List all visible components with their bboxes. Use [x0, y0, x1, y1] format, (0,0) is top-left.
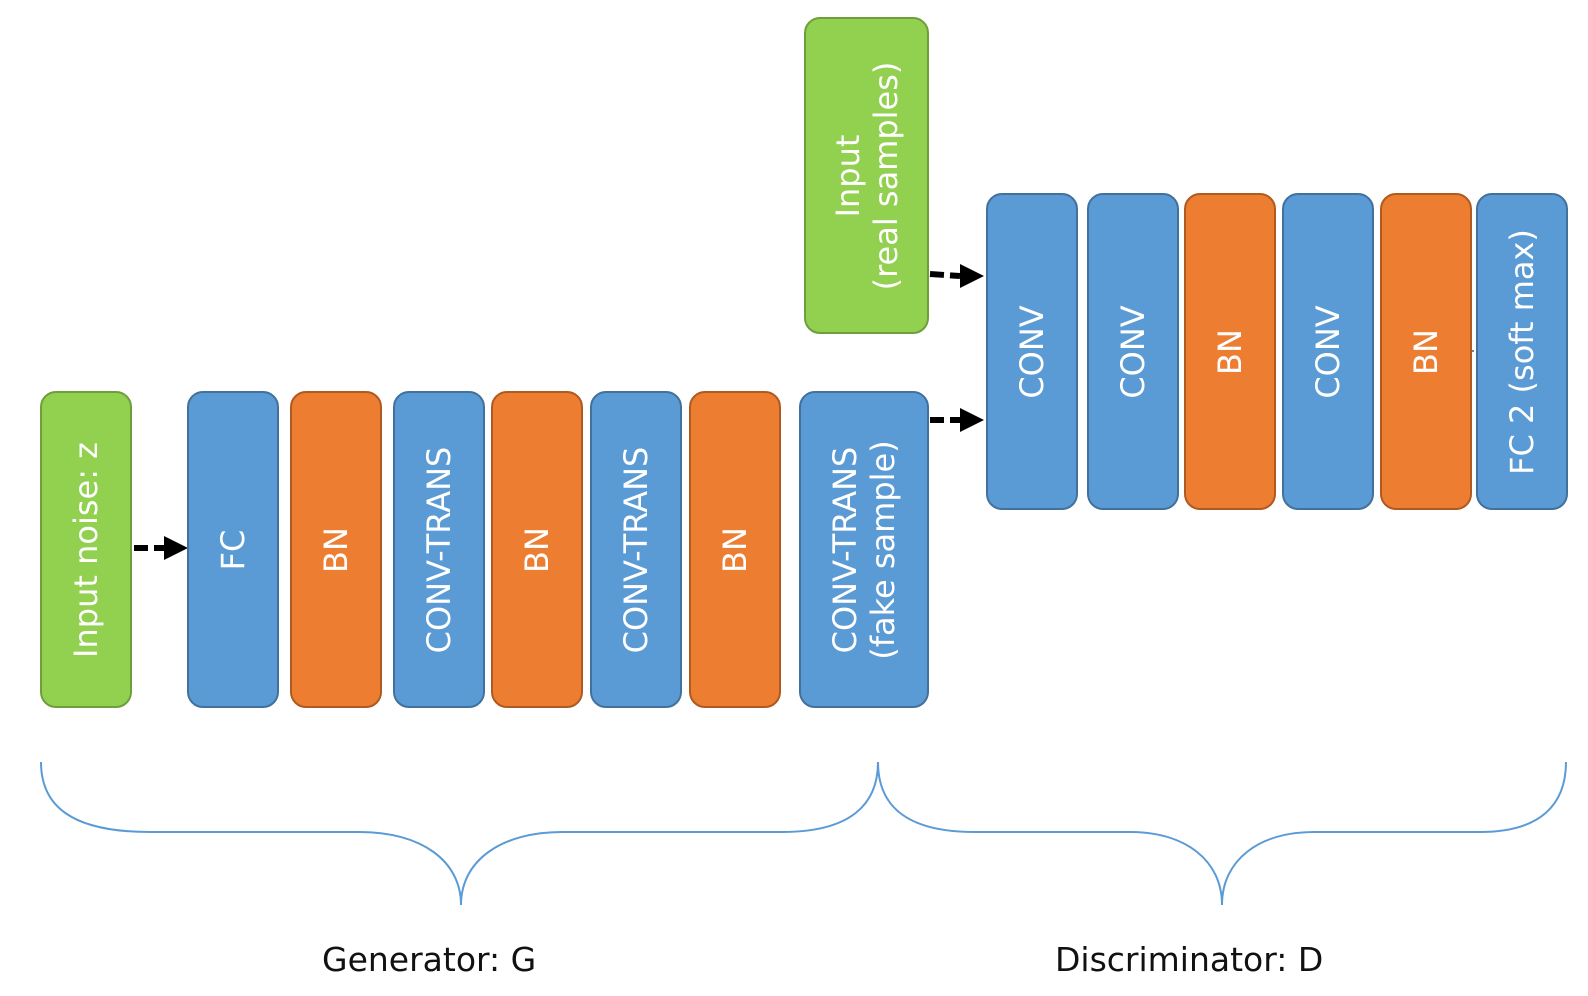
generator-input-noise-block: Input noise: z [40, 391, 132, 708]
discriminator-brace [877, 761, 1567, 906]
generator-conv-trans-output-block: CONV-TRANS (fake sample) [799, 391, 929, 708]
discriminator-conv1-block: CONV [986, 193, 1078, 510]
generator-bn2-block: BN [491, 391, 583, 708]
discriminator-bn1-label: BN [1211, 328, 1249, 375]
discriminator-fc-block: FC 2 (soft max) [1476, 193, 1568, 510]
generator-caption: Generator: G [322, 940, 537, 979]
generator-conv-trans1-block: CONV-TRANS [393, 391, 485, 708]
discriminator-conv3-block: CONV [1282, 193, 1374, 510]
arrow-fake-to-conv-head [960, 408, 984, 432]
generator-conv-trans1-label: CONV-TRANS [420, 446, 458, 653]
generator-fc-label: FC [214, 529, 252, 570]
discriminator-input-block: Input (real samples) [804, 17, 929, 334]
discriminator-conv2-label: CONV [1114, 304, 1152, 399]
discriminator-fc-label: FC 2 (soft max) [1503, 228, 1541, 475]
generator-conv-trans-output-label: CONV-TRANS [826, 446, 864, 653]
discriminator-bn1-block: BN [1184, 193, 1276, 510]
discriminator-real-samples-label: (real samples) [866, 61, 905, 290]
discriminator-caption: Discriminator: D [1055, 940, 1324, 979]
generator-bn3-label: BN [716, 526, 754, 573]
generator-bn2-label: BN [518, 526, 556, 573]
discriminator-conv3-label: CONV [1309, 304, 1347, 399]
generator-bn3-block: BN [689, 391, 781, 708]
discriminator-bn2-label: BN [1407, 328, 1445, 375]
generator-fc-block: FC [187, 391, 279, 708]
generator-fake-sample-label: (fake sample) [864, 439, 902, 660]
discriminator-input-label: Input [828, 134, 867, 217]
generator-bn1-label: BN [317, 526, 355, 573]
generator-bn1-block: BN [290, 391, 382, 708]
generator-input-noise-label: Input noise: z [67, 441, 105, 658]
discriminator-conv2-block: CONV [1087, 193, 1179, 510]
arrow-real-to-conv-head [960, 264, 984, 288]
generator-conv-trans2-label: CONV-TRANS [617, 446, 655, 653]
arrow-noise-to-fc-head [164, 536, 188, 560]
discriminator-bn2-block: BN [1380, 193, 1472, 510]
arrow-real-to-conv [929, 271, 961, 279]
generator-brace [40, 761, 879, 906]
discriminator-conv1-label: CONV [1013, 304, 1051, 399]
generator-conv-trans2-block: CONV-TRANS [590, 391, 682, 708]
